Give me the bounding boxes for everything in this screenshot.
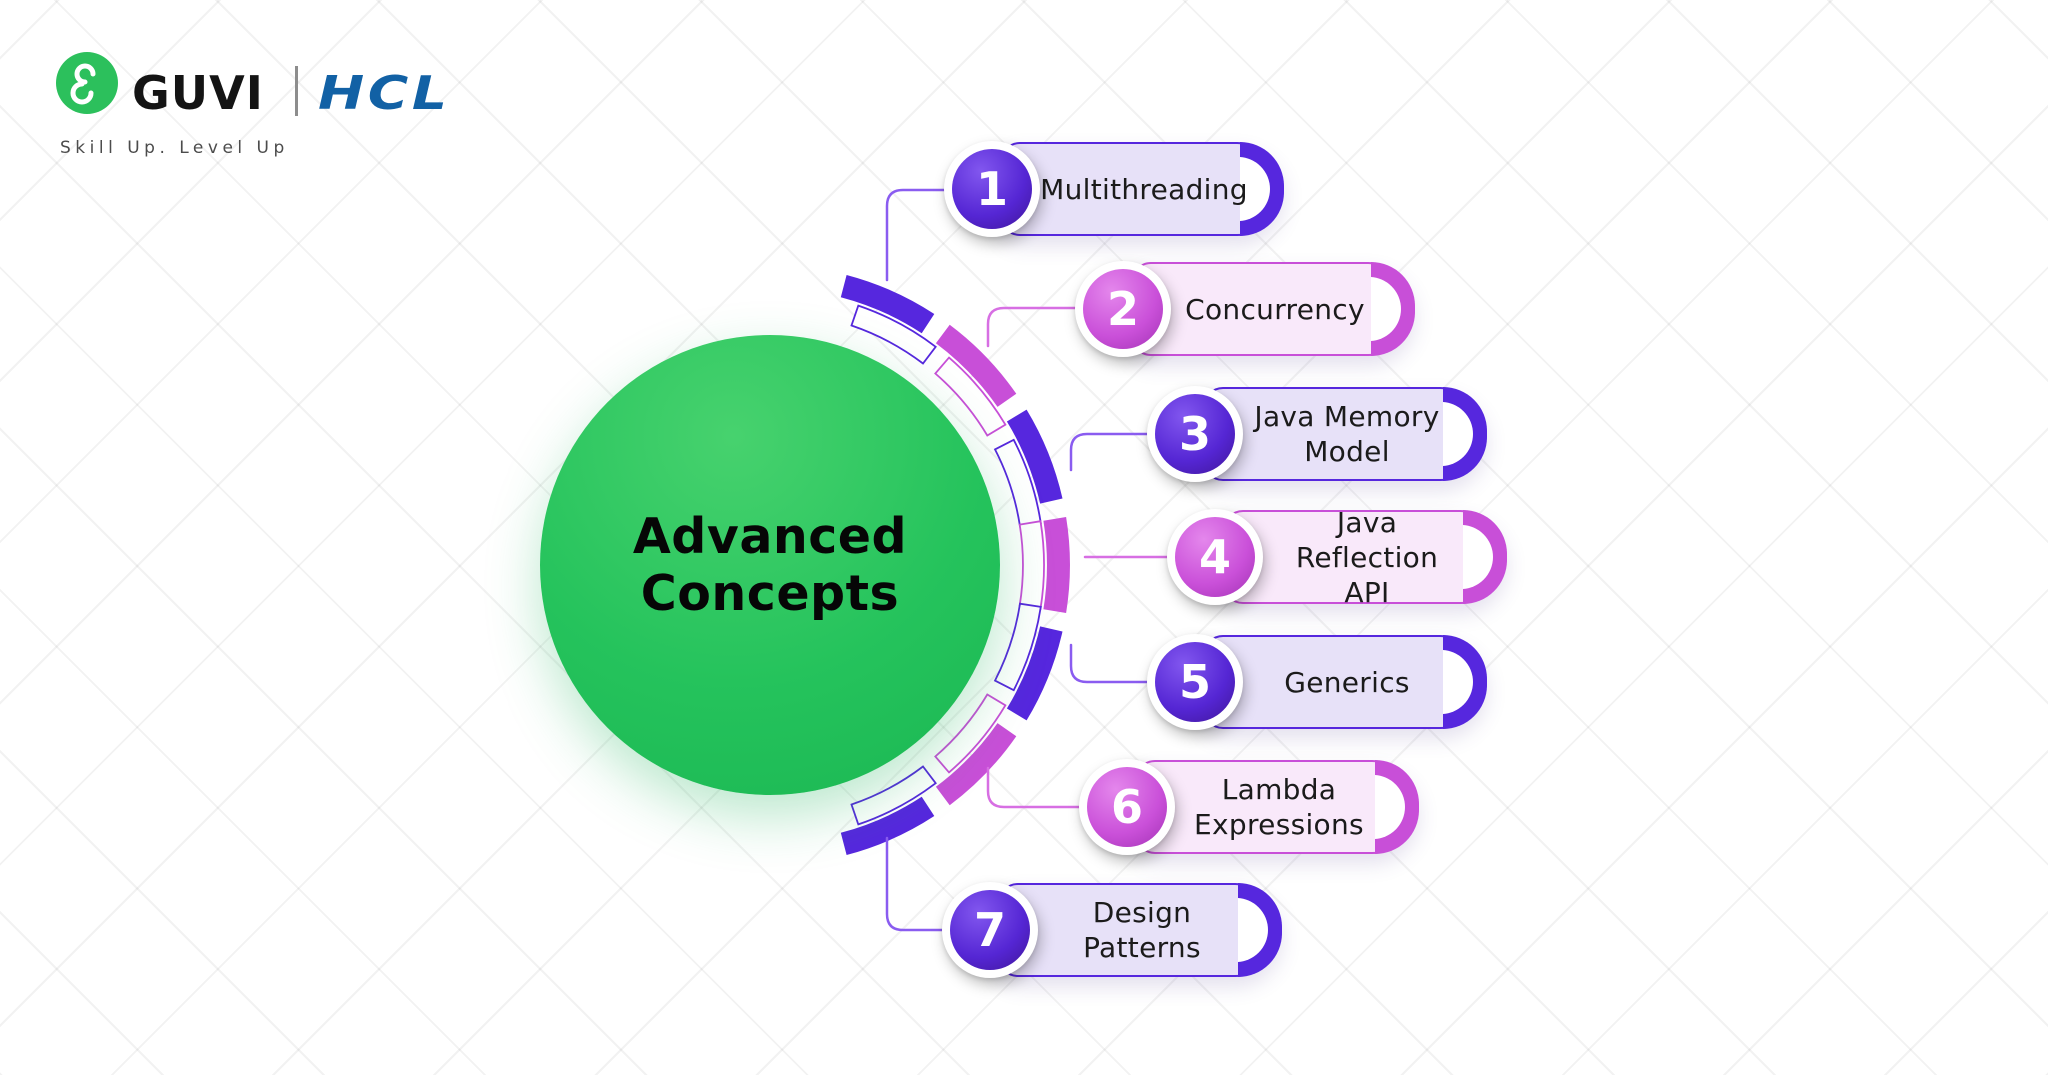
item-number: 6 (1087, 767, 1167, 847)
topic-item-7: Design Patterns 7 (942, 882, 1322, 978)
item-capsule-end-cap (1463, 510, 1507, 604)
item-capsule (1203, 635, 1487, 729)
g-monogram-icon (56, 52, 118, 114)
item-capsule-notch (1375, 775, 1405, 839)
topic-item-3: Java Memory Model 3 (1147, 386, 1527, 482)
item-number-badge: 5 (1147, 634, 1243, 730)
item-capsule-end-cap (1371, 262, 1415, 356)
item-number: 4 (1175, 517, 1255, 597)
item-label: Concurrency (1185, 292, 1365, 326)
connector-line-3 (1069, 432, 1149, 472)
arc-segment-filled-7 (840, 796, 935, 855)
topic-item-1: Multithreading 1 (944, 141, 1324, 237)
item-capsule-notch (1371, 277, 1401, 341)
item-capsule-notch (1238, 898, 1268, 962)
item-label: Java Reflection API (1295, 505, 1439, 609)
arc-segment-outline-7 (850, 765, 937, 826)
item-capsule-end-cap (1443, 387, 1487, 481)
item-capsule-end-cap (1375, 760, 1419, 854)
item-number-badge: 4 (1167, 509, 1263, 605)
item-capsule (1135, 760, 1419, 854)
item-label: Lambda Expressions (1194, 773, 1364, 841)
arc-segment-filled-4 (1043, 517, 1070, 613)
item-capsule-end-cap (1443, 635, 1487, 729)
arc-segment-filled-2 (935, 324, 1017, 407)
hcl-wordmark: HCL (318, 66, 451, 120)
item-number-badge: 3 (1147, 386, 1243, 482)
arc-segment-outline-4 (1018, 520, 1045, 610)
item-capsule-notch (1443, 402, 1473, 466)
item-number: 2 (1083, 269, 1163, 349)
arc-segment-filled-6 (935, 723, 1017, 806)
item-number-badge: 2 (1075, 261, 1171, 357)
connector-line-7 (885, 836, 944, 932)
topic-item-2: Concurrency 2 (1075, 261, 1455, 357)
item-number: 3 (1155, 394, 1235, 474)
item-label: Generics (1284, 665, 1410, 699)
item-number: 7 (950, 890, 1030, 970)
arc-segment-filled-5 (1006, 626, 1063, 721)
item-capsule (1223, 510, 1507, 604)
item-number: 5 (1155, 642, 1235, 722)
item-capsule-notch (1463, 525, 1493, 589)
topic-item-5: Generics 5 (1147, 634, 1527, 730)
item-capsule-notch (1443, 650, 1473, 714)
arc-segment-outline-1 (850, 304, 937, 365)
connector-line-1 (885, 188, 946, 282)
topic-item-4: Java Reflection API 4 (1167, 505, 1547, 609)
brand-tagline: Skill Up. Level Up (60, 138, 289, 158)
item-number-badge: 6 (1079, 759, 1175, 855)
guvi-wordmark: GUVI (132, 66, 264, 120)
connector-line-2 (986, 306, 1077, 348)
guvi-logo-icon (56, 52, 118, 114)
item-capsule (1000, 142, 1284, 236)
item-label: Design Patterns (1083, 896, 1201, 964)
item-capsule (998, 883, 1282, 977)
central-topic-title: Advanced Concepts (632, 507, 908, 622)
topic-item-6: Lambda Expressions 6 (1079, 759, 1459, 855)
item-label: Multithreading (1040, 172, 1248, 206)
item-capsule-end-cap (1238, 883, 1282, 977)
arc-segment-outline-6 (934, 693, 1007, 774)
arc-segment-filled-3 (1006, 409, 1063, 504)
item-capsule (1203, 387, 1487, 481)
arc-segment-outline-5 (993, 602, 1042, 692)
arc-segment-outline-2 (934, 356, 1007, 437)
item-number-badge: 1 (944, 141, 1040, 237)
item-number: 1 (952, 149, 1032, 229)
connector-line-5 (1069, 643, 1149, 684)
arc-segment-filled-1 (840, 275, 935, 334)
item-number-badge: 7 (942, 882, 1038, 978)
logo-divider (295, 66, 298, 116)
central-topic-circle: Advanced Concepts (540, 335, 1000, 795)
item-label: Java Memory Model (1254, 400, 1440, 468)
item-capsule (1131, 262, 1415, 356)
connector-line-6 (986, 766, 1081, 809)
